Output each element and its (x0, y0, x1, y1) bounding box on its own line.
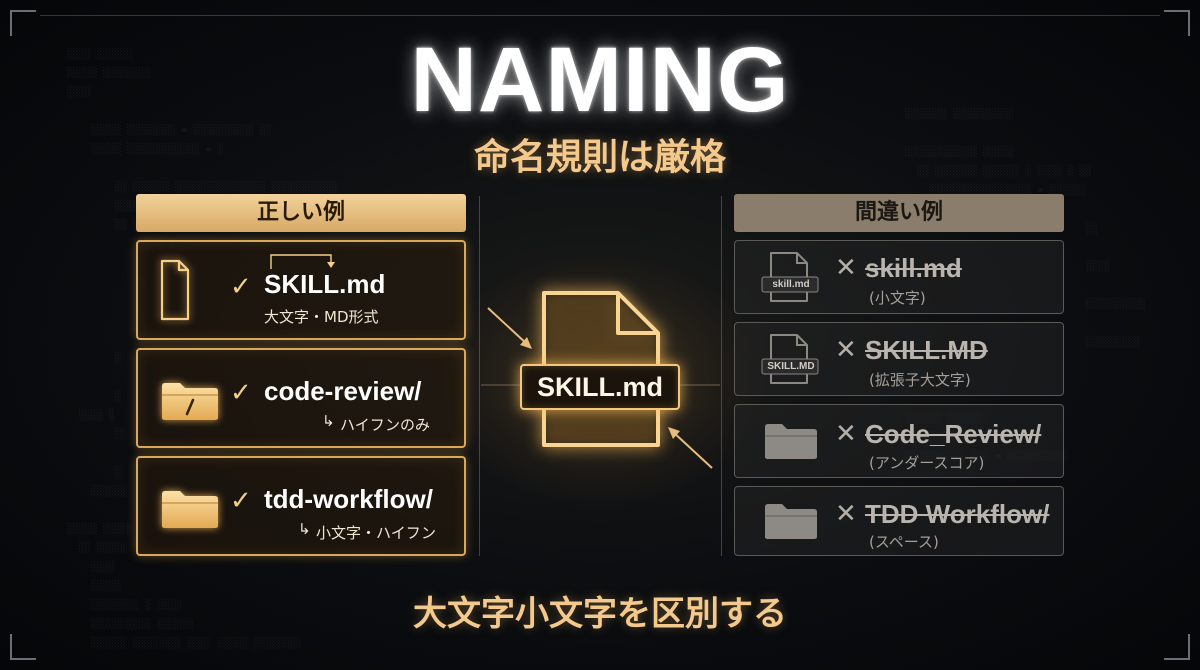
folder-icon (763, 501, 819, 545)
bad-example-space: ✕ TDD Workflow/ (スペース) (734, 486, 1064, 556)
folder-icon (160, 488, 220, 534)
example-name: tdd-workflow/ (264, 484, 433, 514)
bad-example-underscore: ✕ Code_Review/ (アンダースコア) (734, 404, 1064, 478)
cross-icon: ✕ (835, 419, 857, 449)
example-name: SKILL.MD (865, 335, 988, 365)
example-note: (スペース) (869, 533, 939, 551)
example-note: 小文字・ハイフン (316, 524, 437, 542)
frame-corner-top-left (10, 10, 36, 36)
frame-corner-top-right (1164, 10, 1190, 36)
divider-left (479, 196, 480, 556)
center-skill-label: SKILL.md (520, 364, 680, 410)
frame-corner-bottom-right (1164, 634, 1190, 660)
example-name: code-review/ (264, 376, 422, 406)
good-example-tdd-workflow: ✓ tdd-workflow/ ↳ 小文字・ハイフン (136, 456, 466, 556)
corner-arrow-icon: ↳ (322, 412, 335, 430)
cross-icon: ✕ (835, 499, 857, 529)
example-note: (アンダースコア) (869, 454, 985, 472)
example-name: Code_Review/ (865, 419, 1042, 449)
bad-example-uppercase-ext: SKILL.MD ✕ SKILL.MD (拡張子大文字) (734, 322, 1064, 396)
example-note: (拡張子大文字) (869, 371, 971, 389)
example-name: SKILL.md (264, 269, 386, 299)
good-example-code-review: ✓ code-review/ ↳ ハイフンのみ (136, 348, 466, 448)
bad-example-lowercase: skill.md ✕ skill.md (小文字) (734, 240, 1064, 314)
example-name: skill.md (865, 253, 962, 283)
good-examples-header: 正しい例 (136, 194, 466, 232)
divider-right (721, 196, 722, 556)
example-note: 大文字・MD形式 (264, 308, 379, 326)
check-icon: ✓ (230, 378, 252, 408)
file-icon-label: skill.md (772, 279, 810, 290)
file-icon-label: SKILL.MD (767, 361, 815, 372)
example-note: ハイフンのみ (340, 416, 431, 434)
footer-caption: 大文字小文字を区別する (413, 594, 787, 634)
file-icon (761, 251, 819, 307)
cross-icon: ✕ (835, 335, 857, 365)
folder-icon (763, 421, 819, 465)
file-icon (160, 259, 190, 325)
page-subtitle: 命名規則は厳格 (473, 137, 726, 178)
frame-corner-bottom-left (10, 634, 36, 660)
cross-icon: ✕ (835, 253, 857, 283)
folder-slash-icon (160, 380, 220, 426)
check-icon: ✓ (230, 272, 252, 302)
frame-top-line (40, 15, 1160, 16)
page-title: NAMING (410, 29, 790, 131)
check-icon: ✓ (230, 486, 252, 516)
good-example-skill-md: ✓ SKILL.md 大文字・MD形式 (136, 240, 466, 340)
corner-arrow-icon: ↳ (298, 520, 311, 538)
bad-examples-header: 間違い例 (734, 194, 1064, 232)
example-note: (小文字) (869, 289, 926, 307)
file-icon (761, 333, 819, 389)
example-name: TDD Workflow/ (865, 499, 1050, 529)
rename-arrow-icon (269, 252, 339, 274)
